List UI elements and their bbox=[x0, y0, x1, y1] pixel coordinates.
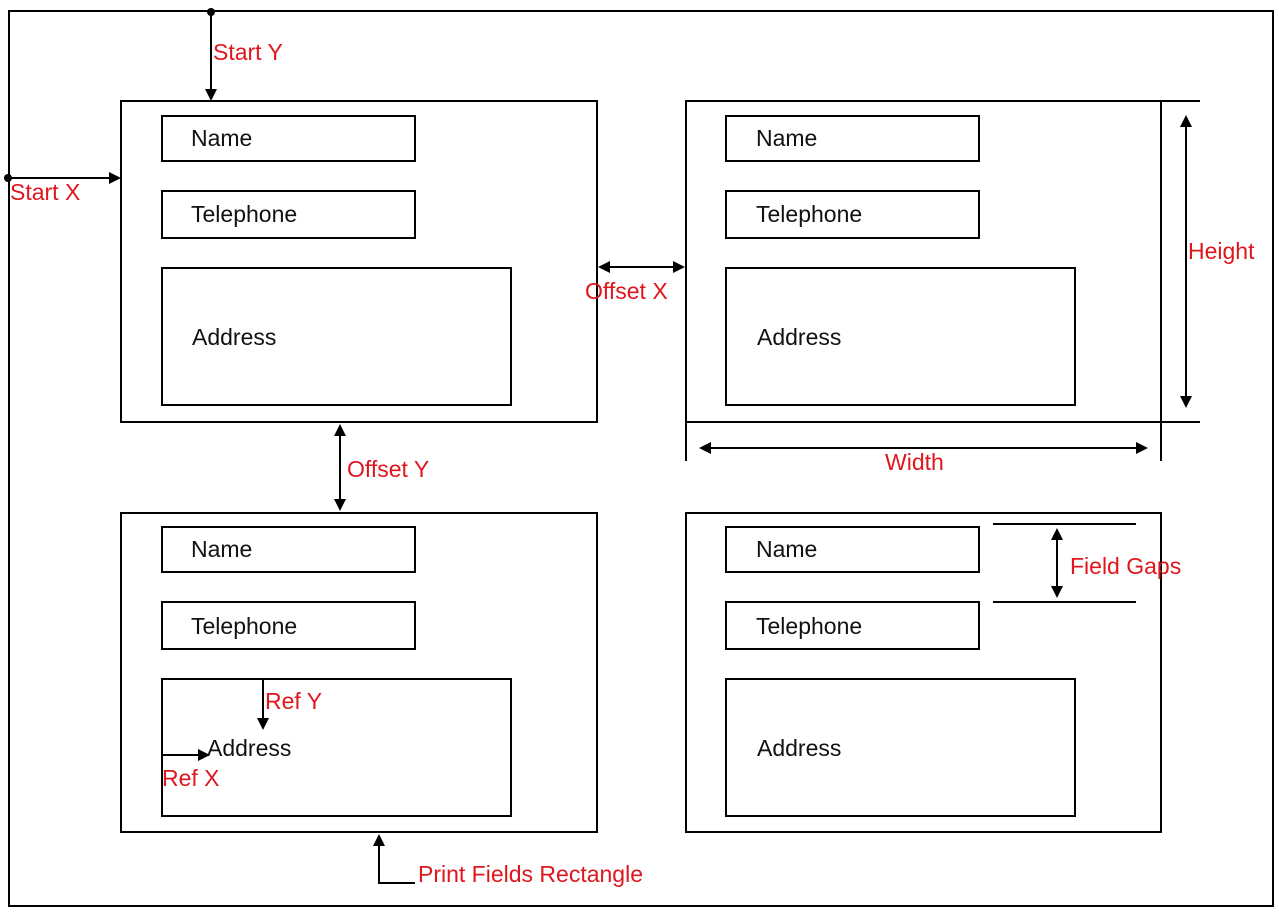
name-field bbox=[725, 115, 980, 162]
telephone-field bbox=[725, 601, 980, 650]
print-fields-pointer-line bbox=[378, 845, 415, 884]
ref-y-label: Ref Y bbox=[265, 688, 322, 714]
field-gaps-label: Field Gaps bbox=[1070, 553, 1181, 579]
name-field bbox=[161, 526, 416, 573]
telephone-label: Telephone bbox=[191, 201, 297, 227]
height-label: Height bbox=[1188, 238, 1255, 264]
arrowhead-icon bbox=[109, 172, 121, 184]
ref-x-marker: Ref X bbox=[162, 749, 220, 791]
start-x-marker: Start X bbox=[4, 172, 121, 205]
width-label: Width bbox=[885, 449, 944, 475]
page-border bbox=[8, 10, 1274, 907]
address-label: Address bbox=[757, 324, 841, 350]
address-field bbox=[161, 267, 512, 406]
print-fields-rectangle-label: Print Fields Rectangle bbox=[418, 861, 643, 887]
address-label: Address bbox=[757, 735, 841, 761]
arrowhead-icon bbox=[673, 261, 685, 273]
telephone-label: Telephone bbox=[756, 613, 862, 639]
ref-y-marker: Ref Y bbox=[257, 679, 322, 730]
offset-y-label: Offset Y bbox=[347, 456, 429, 482]
field-gaps-marker: Field Gaps bbox=[993, 523, 1181, 603]
card-rect bbox=[120, 512, 598, 833]
card-top-right: Name Telephone Address bbox=[685, 100, 1162, 423]
name-label: Name bbox=[191, 125, 252, 151]
arrowhead-icon bbox=[257, 718, 269, 730]
card-bottom-right: Name Telephone Address bbox=[685, 512, 1162, 833]
arrowhead-icon bbox=[198, 749, 210, 761]
arrowhead-icon bbox=[373, 834, 385, 846]
start-x-label: Start X bbox=[10, 179, 80, 205]
telephone-field bbox=[725, 190, 980, 239]
arrowhead-icon bbox=[699, 442, 711, 454]
start-y-marker: Start Y bbox=[205, 8, 283, 101]
arrowhead-icon bbox=[1180, 115, 1192, 127]
name-label: Name bbox=[756, 536, 817, 562]
arrowhead-icon bbox=[1051, 586, 1063, 598]
width-marker: Width bbox=[685, 422, 1162, 475]
address-label: Address bbox=[207, 735, 291, 761]
address-field bbox=[725, 678, 1076, 817]
address-label: Address bbox=[192, 324, 276, 350]
address-field bbox=[725, 267, 1076, 406]
arrowhead-icon bbox=[334, 424, 346, 436]
name-label: Name bbox=[756, 125, 817, 151]
card-top-left: Name Telephone Address bbox=[120, 100, 598, 423]
name-field bbox=[161, 115, 416, 162]
arrowhead-icon bbox=[1051, 528, 1063, 540]
offset-x-label: Offset X bbox=[585, 278, 668, 304]
start-y-label: Start Y bbox=[213, 39, 283, 65]
offset-y-marker: Offset Y bbox=[334, 424, 429, 511]
telephone-label: Telephone bbox=[756, 201, 862, 227]
card-rect bbox=[120, 100, 598, 423]
offset-x-marker: Offset X bbox=[585, 261, 685, 304]
ref-x-label: Ref X bbox=[162, 765, 220, 791]
arrowhead-icon bbox=[205, 89, 217, 101]
print-fields-rectangle-marker: Print Fields Rectangle bbox=[373, 834, 643, 887]
arrowhead-icon bbox=[598, 261, 610, 273]
arrowhead-icon bbox=[1136, 442, 1148, 454]
address-field bbox=[161, 678, 512, 817]
height-marker: Height bbox=[1161, 100, 1255, 423]
arrowhead-icon bbox=[334, 499, 346, 511]
telephone-field bbox=[161, 190, 416, 239]
card-bottom-left: Name Telephone Address bbox=[120, 512, 598, 833]
name-label: Name bbox=[191, 536, 252, 562]
arrowhead-icon bbox=[1180, 396, 1192, 408]
telephone-label: Telephone bbox=[191, 613, 297, 639]
name-field bbox=[725, 526, 980, 573]
card-rect bbox=[685, 512, 1162, 833]
telephone-field bbox=[161, 601, 416, 650]
card-rect bbox=[685, 100, 1162, 423]
